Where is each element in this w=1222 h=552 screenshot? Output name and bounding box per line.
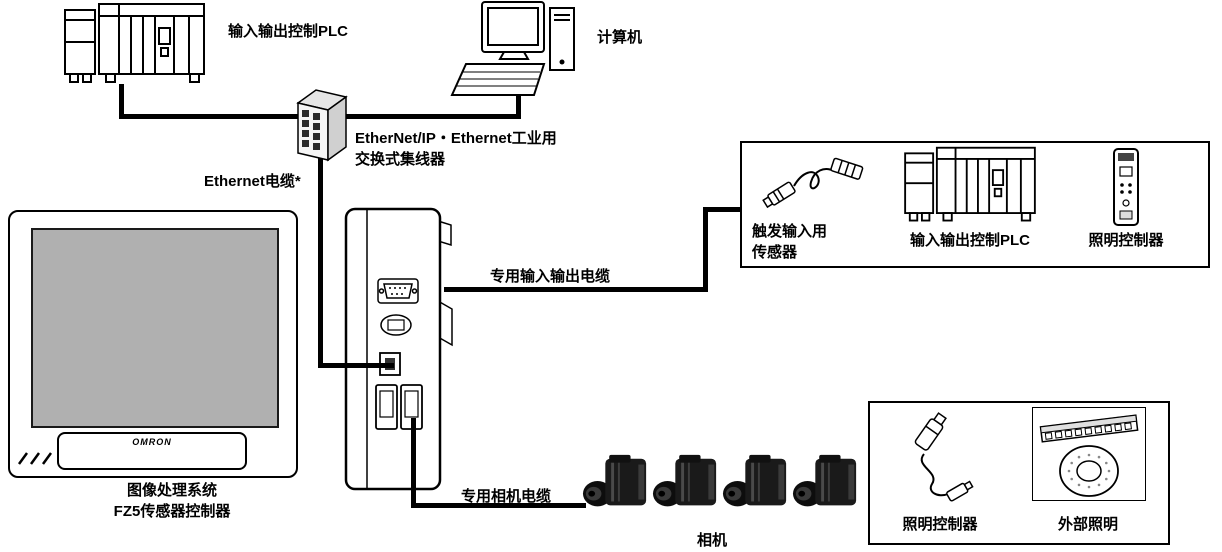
plc-right-icon: [904, 146, 1036, 222]
display-caption-line1: 图像处理系统: [126, 482, 217, 499]
hub-label-line1: EtherNet/IP・Ethernet工业用: [355, 130, 557, 147]
trigger-sensor-label-line1: 触发输入用: [752, 223, 828, 240]
plc-right-label: 输入输出控制PLC: [909, 232, 1030, 249]
wire-io-to-box: [703, 207, 742, 212]
wire-io-vertical: [703, 207, 708, 292]
plc-top-label: 输入输出控制PLC: [228, 23, 349, 40]
omron-logo: OMRON: [132, 437, 172, 447]
wire-io-horizontal: [444, 287, 708, 292]
fz5-controller-icon: [344, 207, 453, 491]
computer-icon: [450, 1, 575, 96]
wire-computer-drop: [516, 90, 521, 119]
io-cable-label: 专用输入输出电缆: [490, 268, 611, 285]
monitor-control-bar: OMRON: [57, 432, 247, 470]
ethernet-cable-label: Ethernet电缆*: [204, 173, 301, 190]
wire-plc-drop: [119, 84, 124, 119]
ethernet-hub-icon: [296, 89, 348, 162]
monitor-indicator-marks: [17, 452, 53, 465]
hub-label-line2: 交换式集线器: [355, 151, 446, 168]
cameras-label: 相机: [697, 532, 728, 549]
camera-icon-4: [792, 454, 857, 507]
wire-camera-drop: [411, 418, 416, 508]
bar-light-icon: [1039, 414, 1139, 443]
camera-cable-label: 专用相机电缆: [461, 488, 552, 505]
lighting-cable-icon: [914, 412, 974, 502]
trigger-sensor-label-line2: 传感器: [752, 244, 798, 261]
light-controller-label: 照明控制器: [1088, 232, 1164, 249]
camera-icon-2: [652, 454, 717, 507]
display-caption-line2: FZ5传感器控制器: [113, 503, 231, 520]
wire-hub-to-controller: [318, 363, 394, 368]
fz5-display-icon: OMRON: [8, 210, 298, 478]
trigger-sensor-icon: [762, 157, 864, 209]
lighting-controller-bottom-label: 照明控制器: [902, 516, 978, 533]
display-caption: 图像处理系统 FZ5传感器控制器: [82, 480, 262, 522]
light-controller-icon: [1113, 148, 1139, 226]
trigger-sensor-label: 触发输入用 传感器: [752, 221, 827, 263]
camera-icon-3: [722, 454, 787, 507]
camera-icon-1: [582, 454, 647, 507]
wire-camera-horizontal: [411, 503, 586, 508]
monitor-screen: [31, 228, 279, 428]
hub-label: EtherNet/IP・Ethernet工业用 交换式集线器: [355, 128, 557, 170]
computer-label: 计算机: [597, 29, 643, 46]
ring-light-icon: [1059, 445, 1119, 497]
plc-top-icon: [64, 3, 205, 83]
external-light-label: 外部照明: [1057, 516, 1118, 533]
wire-hub-drop: [318, 158, 323, 368]
